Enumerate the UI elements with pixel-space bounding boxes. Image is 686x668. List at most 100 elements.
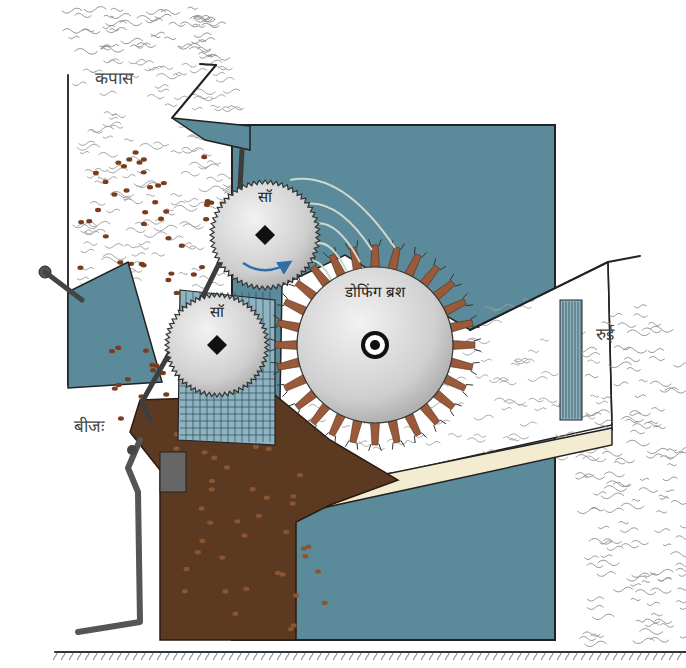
fiber-curl xyxy=(209,55,217,57)
fiber-curl xyxy=(199,38,215,42)
fiber-curl xyxy=(648,322,660,325)
cotton-seed xyxy=(266,447,272,451)
fiber-curl xyxy=(146,194,155,196)
hatch-line xyxy=(285,652,290,660)
fiber-curl xyxy=(605,508,623,513)
fiber-curl xyxy=(77,277,89,280)
fiber-curl xyxy=(99,152,118,157)
hatch-line xyxy=(477,652,482,660)
fiber-curl xyxy=(178,44,191,47)
hatch-line xyxy=(517,652,522,660)
fiber-curl xyxy=(602,322,611,324)
fiber-curl xyxy=(511,363,520,365)
fiber-curl xyxy=(600,541,612,544)
feed-chute xyxy=(172,118,250,150)
fiber-curl xyxy=(103,59,119,63)
trough-edge xyxy=(470,256,640,330)
fiber-curl xyxy=(129,59,146,63)
cotton-seed xyxy=(116,383,122,387)
hatch-line xyxy=(317,652,322,660)
fiber-curl xyxy=(103,136,113,138)
fiber-curl xyxy=(626,368,640,372)
hatch-line xyxy=(589,652,594,660)
cotton-seed xyxy=(165,278,171,282)
fiber-curl xyxy=(176,72,187,75)
bristle-tip xyxy=(462,293,473,305)
seed-board xyxy=(160,452,186,492)
fiber-curl xyxy=(194,33,212,37)
fiber-curl xyxy=(80,151,89,153)
cotton-seed xyxy=(155,183,161,187)
fiber-curl xyxy=(642,581,650,583)
cotton-seed xyxy=(93,171,99,175)
cotton-seed xyxy=(191,272,197,276)
cotton-seed xyxy=(179,243,185,247)
fiber-curl xyxy=(528,377,548,382)
saw-shaft xyxy=(207,335,227,355)
hatch-line xyxy=(597,652,602,660)
fiber-curl xyxy=(182,148,204,153)
brush-drum xyxy=(297,267,453,423)
doffing-brush: डोफिंग ब्रश xyxy=(297,267,453,423)
fiber-curl xyxy=(198,52,212,55)
cotton-seed xyxy=(109,349,115,353)
fiber-curl xyxy=(604,472,624,477)
fiber-curl xyxy=(210,95,225,99)
hatch-line xyxy=(173,652,178,660)
fiber-curl xyxy=(650,381,671,386)
fiber-curl xyxy=(474,415,494,420)
fiber-curl xyxy=(504,400,526,405)
cotton-fluff xyxy=(62,7,230,61)
fiber-curl xyxy=(124,245,137,248)
hatch-line xyxy=(301,652,306,660)
fiber-curl xyxy=(632,499,640,501)
hatch-line xyxy=(213,652,218,660)
cotton-seed xyxy=(301,546,307,550)
lint-screen xyxy=(560,300,582,420)
hatch-line xyxy=(293,652,298,660)
bristle-tip xyxy=(269,339,276,352)
hatch-line xyxy=(181,652,186,660)
fiber-curl xyxy=(675,563,686,567)
fiber-curl xyxy=(647,602,660,605)
cotton-seed xyxy=(182,589,188,593)
cotton-seed xyxy=(174,446,180,450)
cotton-seed xyxy=(243,587,249,591)
bristle-tip xyxy=(450,274,462,286)
fiber-curl xyxy=(228,106,244,110)
fiber-curl xyxy=(678,588,686,590)
fiber-curl xyxy=(646,454,663,458)
fiber-curl xyxy=(631,598,641,600)
hatch-line xyxy=(541,652,546,660)
cotton-seed xyxy=(297,473,303,477)
fiber-curl xyxy=(110,191,134,197)
fiber-curl xyxy=(210,105,220,107)
fiber-curl xyxy=(590,395,599,397)
cotton-seed xyxy=(242,533,248,537)
fiber-curl xyxy=(541,371,558,375)
cotton-seed xyxy=(158,217,164,221)
fiber-curl xyxy=(671,500,686,504)
rib-line xyxy=(270,292,271,442)
fiber-curl xyxy=(649,356,665,360)
fiber-curl xyxy=(582,632,600,636)
seed-plate xyxy=(78,440,140,632)
fiber-curl xyxy=(515,358,528,361)
cotton-seed xyxy=(125,377,131,381)
fiber-curl xyxy=(639,629,663,635)
fiber-curl xyxy=(650,569,674,575)
fiber-curl xyxy=(199,186,222,192)
rib-line xyxy=(180,428,275,429)
fiber-curl xyxy=(585,374,598,377)
fiber-curl xyxy=(137,246,149,249)
fiber-curl xyxy=(111,8,123,11)
cotton-seed xyxy=(95,208,101,212)
cotton-seed xyxy=(124,188,130,192)
fiber-curl xyxy=(515,359,534,364)
fiber-curl xyxy=(62,8,82,13)
fiber-curl xyxy=(598,526,609,529)
fiber-curl xyxy=(135,222,149,225)
cotton-seed xyxy=(224,465,230,469)
fiber-curl xyxy=(606,481,630,487)
part-label: डोफिंग ब्रश xyxy=(297,281,453,301)
